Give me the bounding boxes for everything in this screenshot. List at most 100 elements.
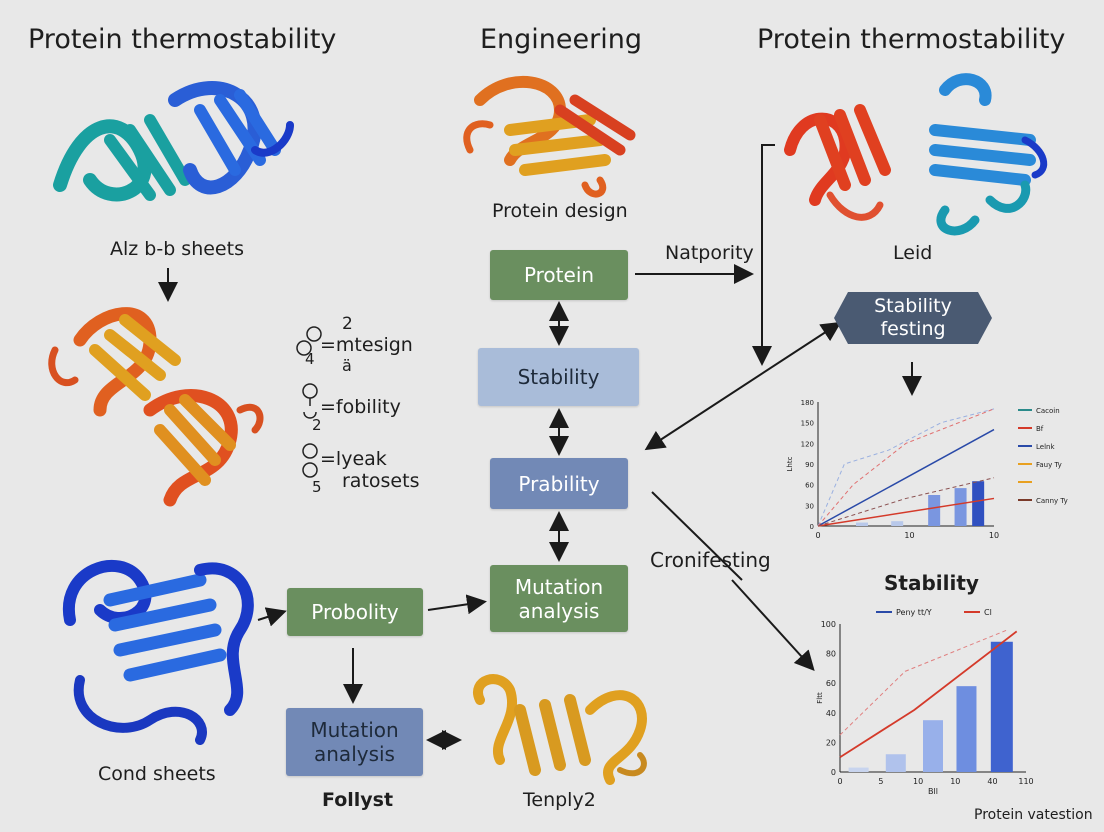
y-tick-label: 80 xyxy=(826,650,836,659)
bar xyxy=(923,720,943,772)
label-protein-design: Protein design xyxy=(492,200,628,222)
bar xyxy=(990,641,1013,772)
legend-glyph-sub: 2 xyxy=(312,416,322,434)
x-tick-label: 10 xyxy=(989,531,999,540)
legend-label: Canny Ty xyxy=(1036,497,1068,505)
probolity-box[interactable]: Probolity xyxy=(287,588,423,636)
title-right: Protein thermostability xyxy=(757,24,1066,55)
legend-text: =mtesign xyxy=(320,334,413,356)
arrow-prability-down-right xyxy=(651,491,743,581)
x-tick-label: 10 xyxy=(950,777,960,786)
legend-item: 2 4 =mtesign ä xyxy=(296,314,436,375)
x-tick-label: 10 xyxy=(904,531,914,540)
series-line xyxy=(817,497,995,527)
protein-box[interactable]: Protein xyxy=(490,250,628,300)
y-tick-label: 40 xyxy=(826,709,836,718)
y-tick-label: 60 xyxy=(805,482,814,490)
arrow-cronifesting-chart xyxy=(731,579,815,671)
label-tenply2: Tenply2 xyxy=(523,789,596,811)
protein-structure-bottom-center xyxy=(473,674,647,785)
y-tick-label: 60 xyxy=(826,679,836,688)
series-line xyxy=(839,630,1018,758)
protein-structure-bottom-left xyxy=(62,559,254,745)
bar xyxy=(928,495,941,526)
protein-structure-mid-left xyxy=(48,307,264,507)
mutation-analysis-bottom-box[interactable]: Mutation analysis xyxy=(286,708,423,776)
label-cronifesting: Cronifesting xyxy=(650,548,771,572)
y-tick-label: 0 xyxy=(810,523,814,531)
x-axis-label: Bll xyxy=(928,787,938,796)
stability-festing-hexagon xyxy=(834,292,992,344)
arrow-probolity-mutation xyxy=(427,594,487,615)
bar xyxy=(972,481,985,526)
x-tick-label: 0 xyxy=(815,531,820,540)
legend-label: Bf xyxy=(1036,425,1044,433)
x-tick-label: 40 xyxy=(987,777,997,786)
legend-glyph-sub: 4 xyxy=(305,350,315,368)
title-left: Protein thermostability xyxy=(28,24,337,55)
label-cond-sheets: Cond sheets xyxy=(98,763,216,785)
bar xyxy=(954,488,967,526)
mutation-analysis-center-box[interactable]: Mutation analysis xyxy=(490,565,628,632)
y-tick-label: 150 xyxy=(801,420,814,428)
molecule-icon xyxy=(302,383,318,419)
label-protein-vatestion: Protein vatestion xyxy=(974,807,1093,823)
stability-festing-label[interactable]: Stability festing xyxy=(874,295,952,340)
x-tick-label: 0 xyxy=(837,777,842,786)
protein-structure-top-right xyxy=(784,73,1048,236)
series-line xyxy=(817,428,995,527)
series-line xyxy=(817,408,995,527)
bar xyxy=(885,754,906,772)
bar xyxy=(848,767,869,772)
legend-label: Lelnk xyxy=(1036,443,1055,451)
stability-box[interactable]: Stability xyxy=(478,348,639,406)
legend-label: Peny tt/Y xyxy=(896,608,932,617)
bar xyxy=(956,686,977,772)
legend-glyph-top: 2 xyxy=(342,314,353,334)
legend-item: 5 =lyeak ratosets xyxy=(296,442,436,502)
label-leid: Leid xyxy=(893,242,933,264)
series-line xyxy=(817,408,995,527)
title-center: Engineering xyxy=(480,24,642,55)
y-tick-label: 20 xyxy=(826,738,836,747)
label-sheets-top: Alz b-b sheets xyxy=(110,238,244,260)
bar xyxy=(891,521,904,526)
legend-glyph-sub: 5 xyxy=(312,478,322,496)
series-line xyxy=(817,477,995,527)
y-tick-label: 30 xyxy=(805,502,814,510)
legend-label: Cl xyxy=(984,608,992,617)
y-axis-label: Lhtc xyxy=(786,456,794,471)
chart-upper: 0 30 60 90 120 150 180 0 10 10 Lhtc CacoinBfLelnkFa… xyxy=(786,399,1068,540)
molecule-icon xyxy=(302,443,318,478)
arrow-bracket-down xyxy=(752,144,775,366)
molecule-icon xyxy=(296,326,322,356)
legend-text: =lyeak xyxy=(320,448,387,470)
y-tick-label: 0 xyxy=(831,768,836,777)
protein-structure-top-center xyxy=(463,75,636,198)
y-tick-label: 120 xyxy=(801,440,814,448)
series-line xyxy=(839,629,1008,736)
x-tick-label: 110 xyxy=(1018,777,1033,786)
symbol-legend: 2 4 =mtesign ä 2 =fobility 5 =lyeak rato… xyxy=(296,314,436,504)
label-natpority: Natpority xyxy=(665,242,754,264)
prability-box[interactable]: Prability xyxy=(490,458,628,509)
y-tick-label: 90 xyxy=(805,461,814,469)
y-axis-label: Fltt xyxy=(816,692,824,704)
arrow-hex-prability xyxy=(644,321,842,451)
legend-label: Cacoin xyxy=(1036,407,1060,415)
bar xyxy=(856,522,868,526)
y-tick-label: 180 xyxy=(801,399,814,407)
x-tick-label: 10 xyxy=(913,777,923,786)
x-tick-label: 5 xyxy=(878,777,883,786)
protein-structure-top-left xyxy=(53,81,294,202)
arrow-cond-probolity xyxy=(257,607,287,627)
legend-label: Fauy Ty xyxy=(1036,461,1062,469)
legend-text-sub: ä xyxy=(342,356,352,375)
y-tick-label: 100 xyxy=(821,620,836,629)
legend-text: =fobility xyxy=(320,396,401,418)
label-follyst: Follyst xyxy=(322,789,394,811)
label-stability-heading: Stability xyxy=(884,571,979,595)
legend-text-sub: ratosets xyxy=(342,470,420,492)
